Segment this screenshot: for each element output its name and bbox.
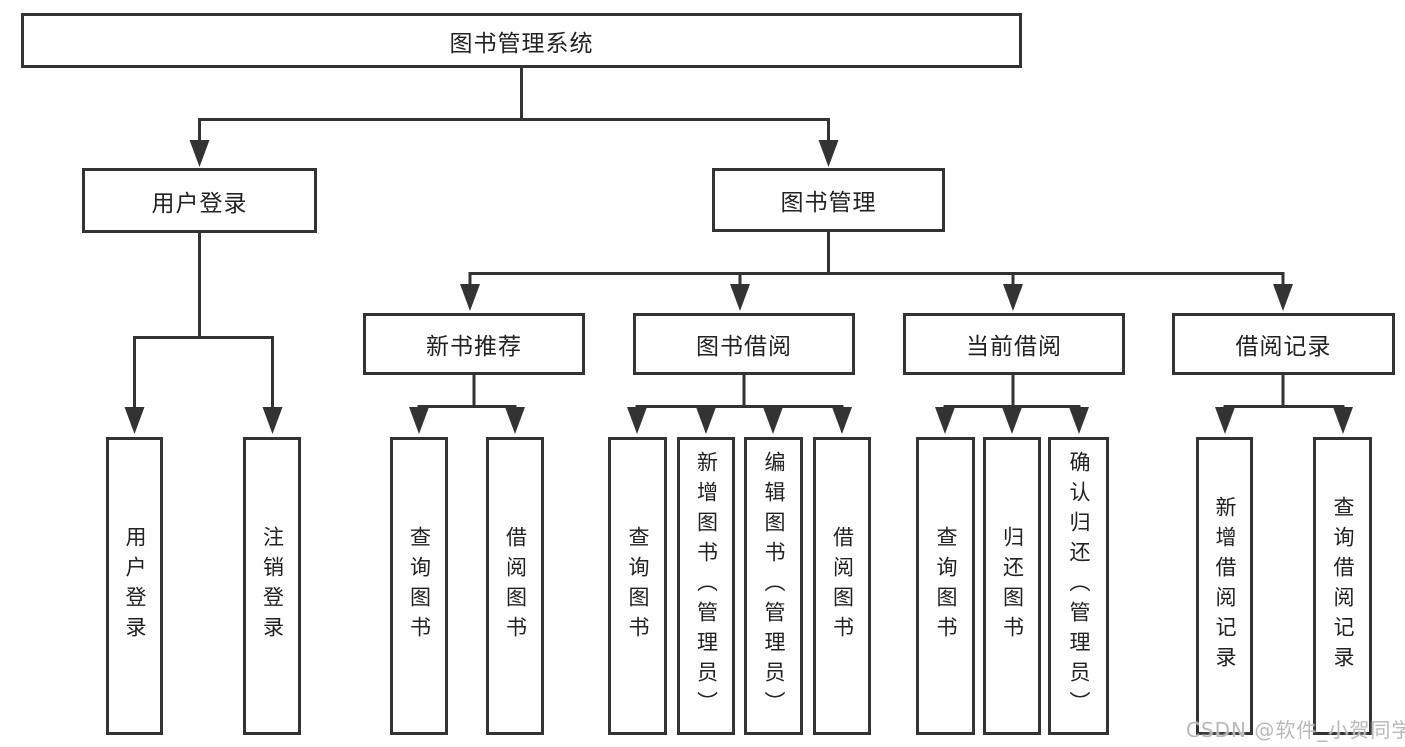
edge-level1-splitter	[198, 118, 830, 143]
node-borrow-books-1: 借阅图书	[486, 437, 544, 735]
arrow-down-icon	[1333, 407, 1353, 434]
node-confirm-return-admin: 确认归还（管理员）	[1048, 437, 1109, 735]
arrow-down-icon	[189, 140, 210, 167]
arrow-down-icon	[696, 407, 716, 434]
arrow-down-icon	[818, 140, 839, 167]
node-query-borrow-record: 查询借阅记录	[1313, 437, 1372, 735]
arrow-down-icon	[627, 407, 647, 434]
arrow-down-icon	[1002, 407, 1022, 434]
node-borrow-record: 借阅记录	[1172, 313, 1395, 375]
node-query-books-3: 查询图书	[916, 437, 975, 735]
node-query-books-2: 查询图书	[608, 437, 667, 735]
arrow-down-icon	[262, 407, 283, 434]
node-add-books-admin: 新增图书（管理员）	[677, 437, 735, 735]
node-book-borrow: 图书借阅	[633, 313, 855, 375]
node-add-borrow-record: 新增借阅记录	[1196, 437, 1253, 735]
arrow-down-icon	[1215, 407, 1235, 434]
node-edit-books-admin: 编辑图书（管理员）	[744, 437, 803, 735]
node-new-book-recommend: 新书推荐	[363, 313, 585, 375]
arrow-down-icon	[1273, 284, 1293, 311]
edge-book-borrow-splitter	[635, 405, 844, 410]
arrow-down-icon	[1003, 284, 1023, 311]
edge-current-borrow-splitter	[943, 405, 1081, 410]
arrow-down-icon	[124, 407, 145, 434]
node-borrow-books-2: 借阅图书	[813, 437, 871, 735]
node-logout: 注销登录	[243, 437, 301, 735]
arrow-down-icon	[505, 407, 525, 434]
edge-level2-splitter	[468, 272, 1285, 288]
node-user-login-leaf: 用户登录	[106, 437, 163, 735]
arrow-down-icon	[730, 284, 750, 311]
node-query-books-1: 查询图书	[390, 437, 448, 735]
node-current-borrow: 当前借阅	[903, 313, 1125, 375]
node-return-books: 归还图书	[983, 437, 1041, 735]
node-book-management: 图书管理	[712, 168, 945, 232]
watermark: CSDN @软件_小贺同学	[1186, 718, 1405, 742]
node-user-login: 用户登录	[82, 168, 317, 233]
edge-new-book-splitter	[417, 405, 517, 410]
arrow-down-icon	[763, 407, 783, 434]
arrow-down-icon	[832, 407, 852, 434]
edge-user-login-splitter	[133, 336, 274, 410]
arrow-down-icon	[409, 407, 429, 434]
arrow-down-icon	[935, 407, 955, 434]
edge-borrow-record-splitter	[1223, 405, 1345, 410]
node-library-management-system: 图书管理系统	[21, 13, 1022, 68]
arrow-down-icon	[1069, 407, 1089, 434]
arrow-down-icon	[460, 284, 480, 311]
